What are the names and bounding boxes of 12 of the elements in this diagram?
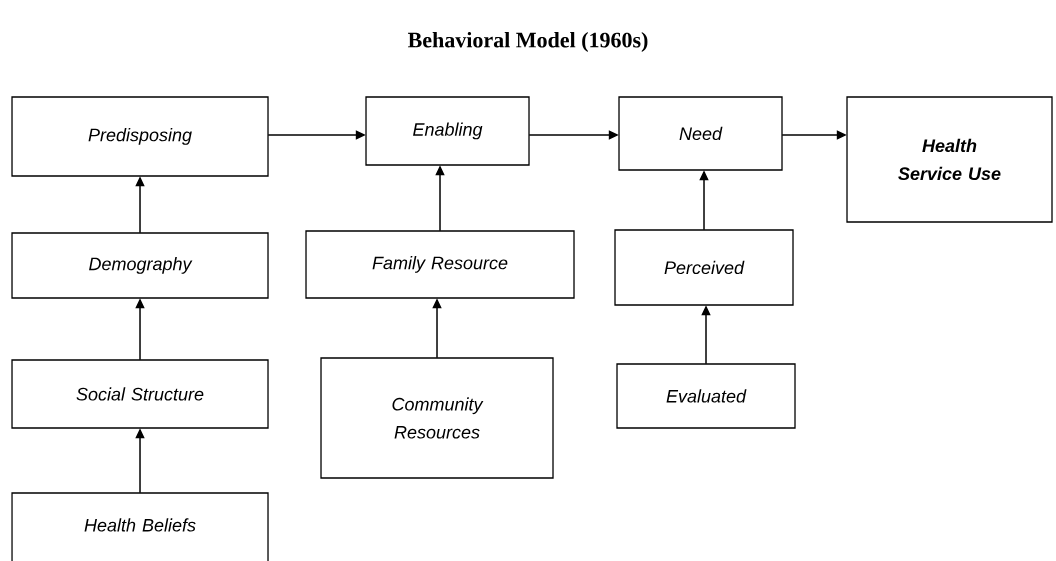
box: Evaluated [616,363,796,429]
box: Social Structure [11,359,269,429]
box: Need [618,96,783,171]
box: Health Beliefs [11,492,269,561]
box: Perceived [614,229,794,306]
box: Predisposing [11,96,269,177]
box: Demography [11,232,269,299]
box: Community Resources [320,357,554,479]
box: Enabling [365,96,530,166]
title: Behavioral Model (1960s) [408,32,648,52]
box: Family Resource [305,230,575,299]
box: Health Service Use [846,96,1053,223]
